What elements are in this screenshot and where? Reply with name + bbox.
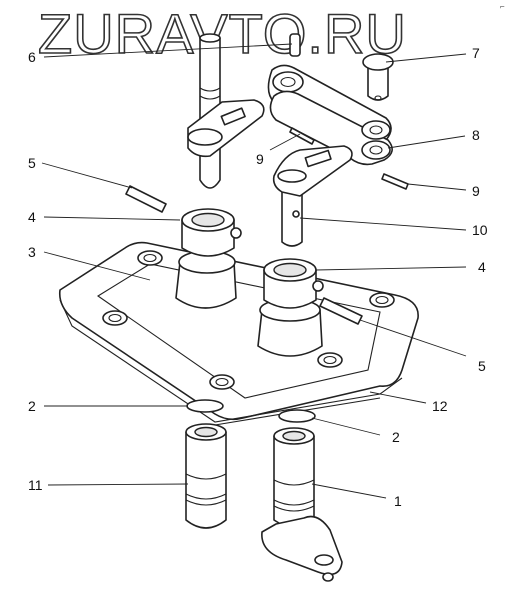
mounting-holes bbox=[102, 250, 395, 390]
shaft-with-lever bbox=[187, 33, 265, 189]
callout-2-right: 2 bbox=[392, 429, 400, 445]
pin-right bbox=[319, 297, 363, 325]
shaft-11 bbox=[185, 423, 227, 529]
callout-4-right: 4 bbox=[478, 259, 486, 275]
callout-2-left: 2 bbox=[28, 398, 36, 414]
washer-left bbox=[186, 399, 224, 413]
callout-1: 1 bbox=[394, 493, 402, 509]
callout-10: 10 bbox=[472, 222, 488, 238]
watermark: ZURAVTO.RU bbox=[38, 2, 407, 65]
callout-6: 6 bbox=[28, 49, 36, 65]
cotter-pin-lower bbox=[381, 173, 409, 190]
callout-labels: 6 7 8 9 9 5 4 3 10 4 5 2 12 2 11 1 bbox=[28, 45, 488, 509]
cotter-pin-upper bbox=[289, 127, 315, 145]
pin-left bbox=[125, 185, 167, 213]
corner-mark: ⌐ bbox=[500, 2, 505, 11]
washer-right bbox=[278, 409, 316, 423]
callout-12: 12 bbox=[432, 398, 448, 414]
pin-7 bbox=[362, 53, 394, 101]
leader-lines bbox=[41, 43, 467, 499]
lever-10 bbox=[272, 145, 353, 247]
left-boss bbox=[175, 250, 237, 309]
callout-5-lower: 5 bbox=[478, 358, 486, 374]
callout-5-upper: 5 bbox=[28, 155, 36, 171]
callout-3: 3 bbox=[28, 244, 36, 260]
rocker-links bbox=[267, 64, 393, 166]
callout-9-lower: 9 bbox=[472, 183, 480, 199]
callout-8: 8 bbox=[472, 127, 480, 143]
bushing-left bbox=[181, 208, 242, 257]
shaft-1 bbox=[261, 427, 343, 582]
callout-11: 11 bbox=[28, 477, 43, 493]
callout-9-upper: 9 bbox=[256, 151, 264, 167]
top-pin bbox=[289, 33, 301, 57]
callout-7: 7 bbox=[472, 45, 480, 61]
bushing-right bbox=[263, 258, 324, 309]
callout-4-left: 4 bbox=[28, 209, 36, 225]
